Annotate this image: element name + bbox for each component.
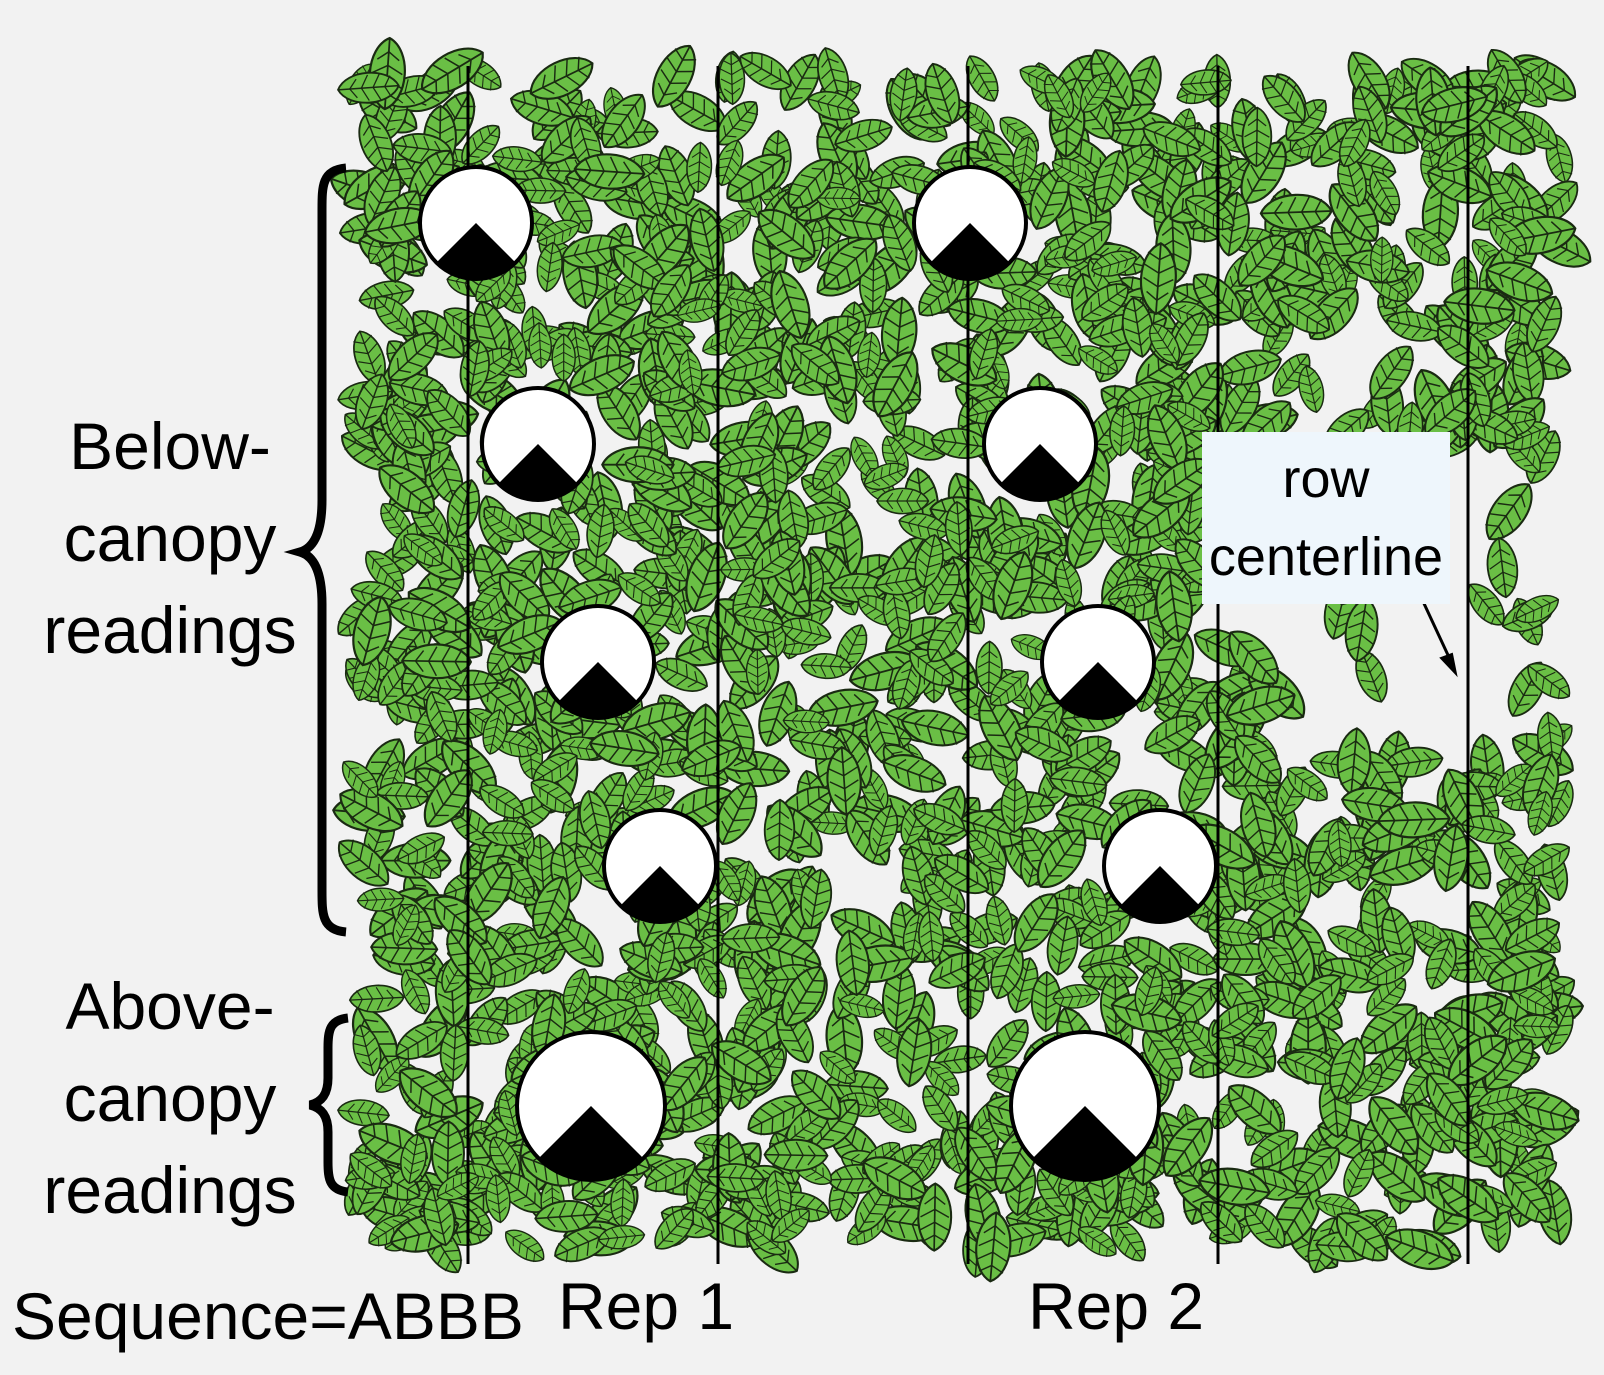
callout-text: centerline [1208, 527, 1444, 587]
rep-2-label: Rep 2 [1028, 1269, 1205, 1343]
callout-arrowhead-icon [1439, 652, 1458, 678]
callout-text: row [1282, 449, 1370, 509]
sequence-label: Sequence=ABBB [12, 1279, 524, 1353]
sensor-icon [912, 165, 1028, 281]
above-canopy-label-line: readings [43, 1153, 297, 1227]
leaf-icon [348, 983, 406, 1015]
leaf-icon [958, 49, 1007, 108]
above-canopy-label-line: canopy [63, 1061, 277, 1135]
leaf-icon [684, 141, 714, 194]
sensor-icon [1102, 808, 1218, 924]
leaf-icon [498, 1222, 551, 1270]
sensor-icon [540, 604, 656, 720]
row-centerline-callout: row centerline [1202, 432, 1450, 604]
below-canopy-label-line: Below- [69, 409, 271, 483]
sensor-icon [480, 386, 596, 502]
rep-1-label: Rep 1 [558, 1269, 735, 1343]
sensor-icon [515, 1030, 667, 1182]
sensor-icon [602, 808, 718, 924]
leaf-icon [876, 487, 930, 515]
sensor-icon [982, 386, 1098, 502]
below-canopy-label-line: readings [43, 593, 297, 667]
leaf-icon [551, 333, 576, 382]
below-canopy-label: Below- canopy readings [20, 400, 320, 676]
below-canopy-brace-icon [283, 163, 347, 937]
sensor-readings [418, 165, 1218, 1182]
above-canopy-brace-icon [308, 1013, 349, 1197]
sensor-icon [1040, 604, 1156, 720]
above-canopy-label-line: Above- [65, 969, 275, 1043]
leaf-icon [1475, 473, 1544, 550]
sensor-icon [1009, 1030, 1161, 1182]
above-canopy-label: Above- canopy readings [20, 960, 320, 1236]
below-canopy-label-line: canopy [63, 501, 277, 575]
sensor-icon [418, 165, 534, 281]
